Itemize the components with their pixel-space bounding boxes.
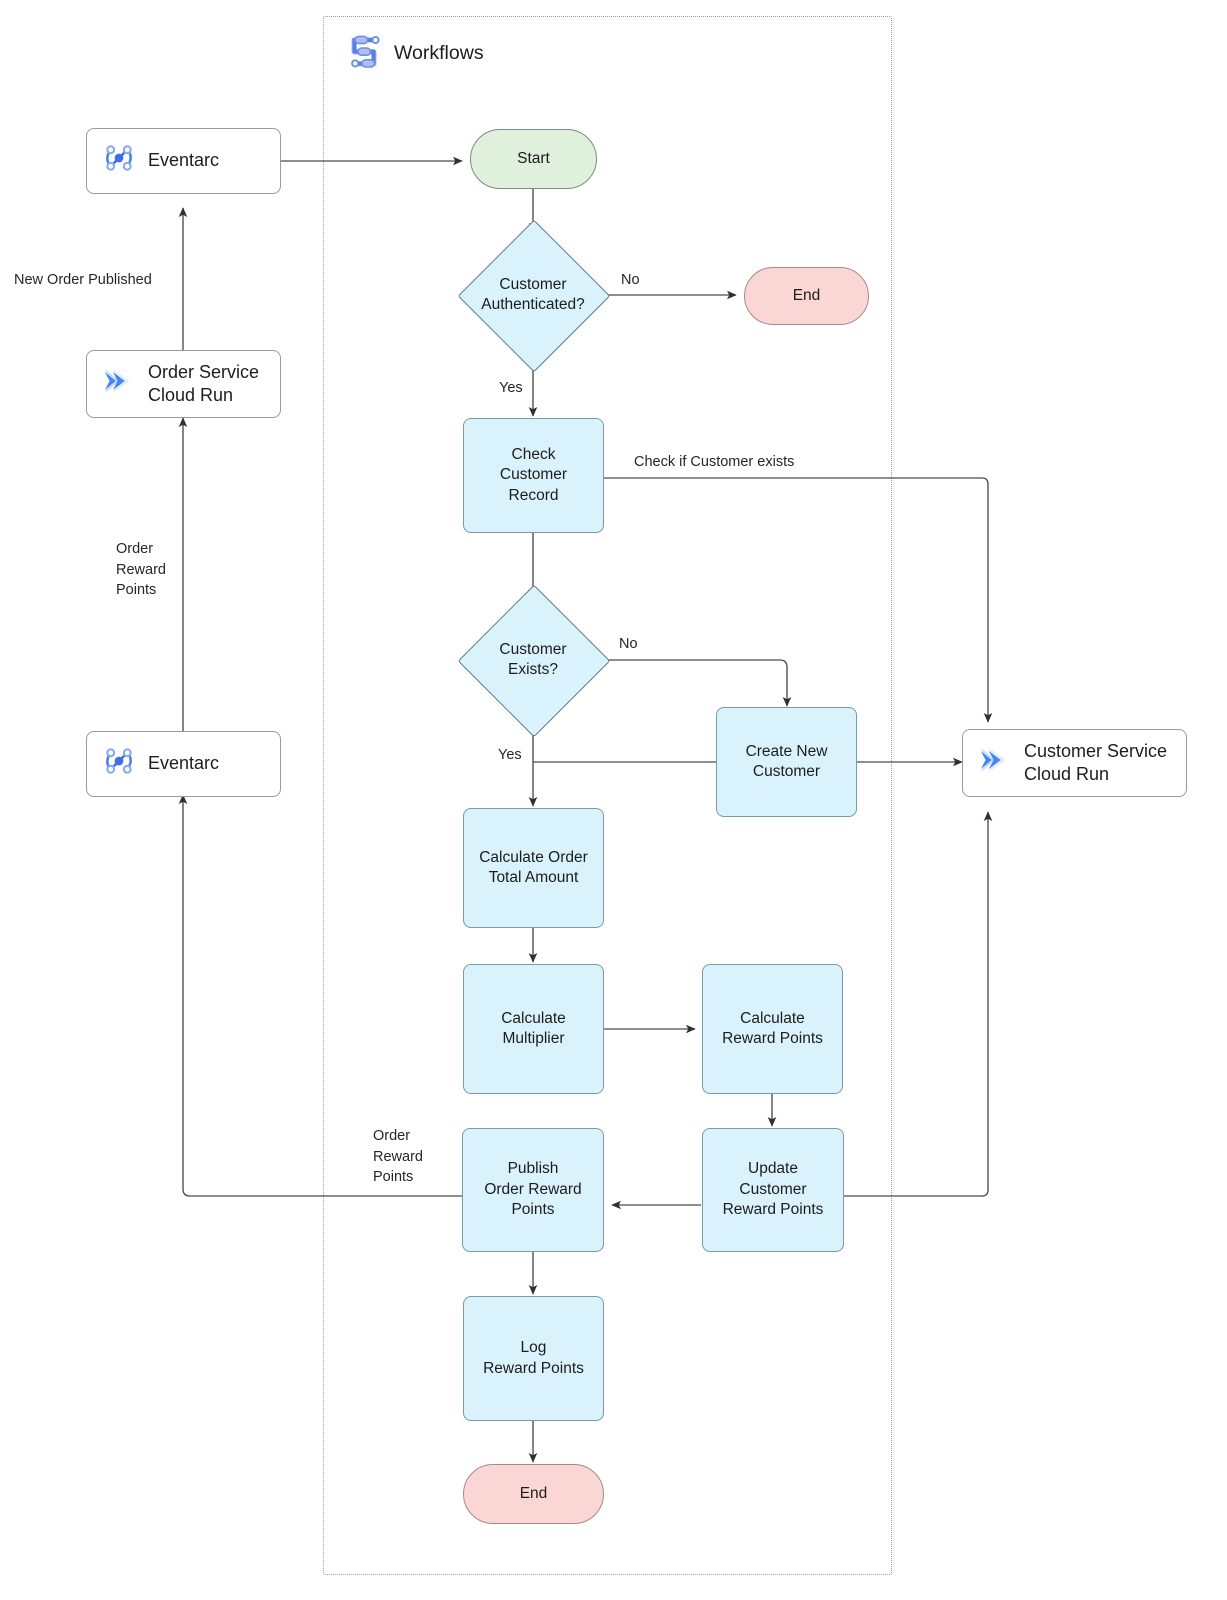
node-calculate-order-total-amount-label: Calculate Order Total Amount xyxy=(479,848,588,886)
node-start-label: Start xyxy=(517,149,550,167)
node-eventarc-bottom-label: Eventarc xyxy=(148,753,220,774)
node-start[interactable]: Start xyxy=(470,129,597,189)
node-order-service-label: Order Service Cloud Run xyxy=(148,361,260,405)
node-log-reward-points-label: Log Reward Points xyxy=(483,1339,584,1377)
edge-label-new-order-published: New Order Published xyxy=(14,272,152,288)
node-publish-order-reward-points-label: Publish Order Reward Points xyxy=(484,1160,582,1219)
node-check-customer-record-label: Check Customer Record xyxy=(499,445,568,504)
node-create-new-customer[interactable]: Create New Customer xyxy=(716,707,857,817)
node-end-bottom-label: End xyxy=(519,1484,548,1502)
node-customer-service-cloud-run[interactable]: Customer Service Cloud Run xyxy=(962,729,1187,797)
workflows-container-title: Workflows xyxy=(346,32,484,75)
node-customer-service-label: Customer Service Cloud Run xyxy=(1024,740,1168,784)
eventarc-icon xyxy=(100,139,138,183)
edge-label-exists-no: No xyxy=(619,636,638,652)
workflows-container-label: Workflows xyxy=(394,42,484,64)
node-publish-order-reward-points[interactable]: Publish Order Reward Points xyxy=(462,1128,604,1252)
node-eventarc-bottom[interactable]: Eventarc xyxy=(86,731,281,797)
edge-label-auth-no: No xyxy=(621,272,640,288)
node-eventarc-top-label: Eventarc xyxy=(148,150,220,171)
node-end-top[interactable]: End xyxy=(744,267,869,325)
node-eventarc-top[interactable]: Eventarc xyxy=(86,128,281,194)
node-order-service-cloud-run[interactable]: Order Service Cloud Run xyxy=(86,350,281,418)
workflows-icon xyxy=(346,32,382,75)
edge-label-exists-yes: Yes xyxy=(498,747,522,763)
node-create-new-customer-label: Create New Customer xyxy=(745,742,828,780)
edge-label-order-reward-points-mid: Order Reward Points xyxy=(373,1128,423,1186)
node-update-customer-reward-points[interactable]: Update Customer Reward Points xyxy=(702,1128,844,1252)
node-log-reward-points[interactable]: Log Reward Points xyxy=(463,1296,604,1421)
node-calculate-order-total-amount[interactable]: Calculate Order Total Amount xyxy=(463,808,604,928)
edge-label-order-reward-points-left: Order Reward Points xyxy=(116,541,166,599)
node-update-customer-reward-points-label: Update Customer Reward Points xyxy=(722,1160,824,1219)
edge-label-check-if-customer-exists: Check if Customer exists xyxy=(634,454,795,470)
node-calculate-reward-points[interactable]: Calculate Reward Points xyxy=(702,964,843,1094)
eventarc-icon xyxy=(100,742,138,786)
node-end-top-label: End xyxy=(792,286,821,304)
cloud-run-icon xyxy=(976,743,1014,783)
node-calculate-multiplier[interactable]: Calculate Multiplier xyxy=(463,964,604,1094)
node-check-customer-record[interactable]: Check Customer Record xyxy=(463,418,604,533)
node-end-bottom[interactable]: End xyxy=(463,1464,604,1524)
node-calculate-reward-points-label: Calculate Reward Points xyxy=(722,1009,823,1047)
node-calculate-multiplier-label: Calculate Multiplier xyxy=(501,1009,566,1047)
edge-label-auth-yes: Yes xyxy=(499,380,523,396)
cloud-run-icon xyxy=(100,364,138,404)
